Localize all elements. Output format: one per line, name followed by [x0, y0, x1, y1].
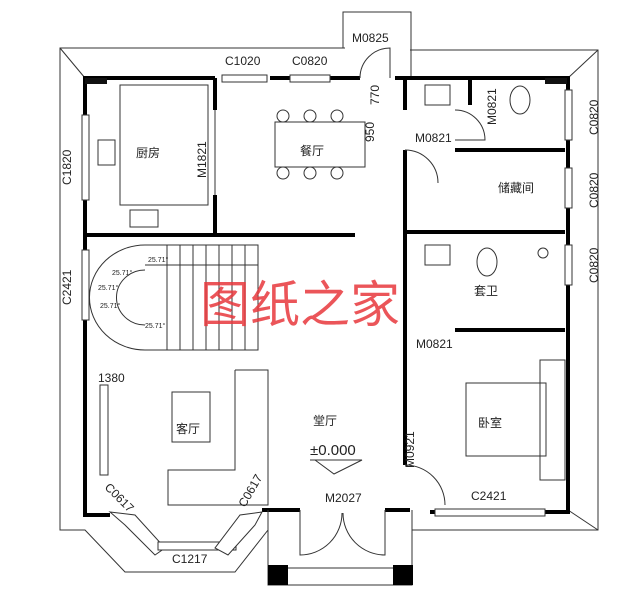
interior-walls — [85, 78, 565, 465]
bed — [465, 382, 547, 457]
entrance-porch — [267, 510, 413, 586]
dining-table — [274, 121, 366, 168]
coffee-table — [171, 391, 211, 443]
doors — [214, 47, 486, 556]
window-label: C0617 — [102, 480, 137, 515]
window-label: C1820 — [60, 149, 74, 185]
stair-angle: 25.71° — [148, 256, 169, 264]
door-label: M2027 — [325, 491, 362, 505]
windows — [60, 74, 573, 573]
room-label-kitchen: 厨房 — [136, 145, 160, 160]
furniture — [97, 84, 566, 506]
stair-angle: 25.71° — [100, 302, 121, 310]
door-label: M0821 — [416, 337, 453, 351]
window-label: C1217 — [172, 552, 208, 566]
dimension-label: 1380 — [98, 371, 125, 385]
window-label: C0820 — [587, 99, 601, 135]
door-label: M0825 — [352, 31, 389, 45]
door-label: M0821 — [415, 131, 452, 145]
room-label-storage: 储藏间 — [498, 180, 534, 195]
room-label-bedroom: 卧室 — [478, 415, 502, 430]
dimension-label: 770 — [368, 85, 382, 105]
watermark: 图纸之家 — [200, 276, 400, 334]
stair-angle: 25.71° — [98, 284, 119, 292]
window-label: C0820 — [587, 247, 601, 283]
window-label: C0617 — [235, 472, 265, 510]
door-label: M1821 — [195, 141, 209, 178]
door-label: M0821 — [485, 88, 499, 125]
window-label: C1020 — [225, 54, 261, 68]
window-label: C0820 — [292, 54, 328, 68]
elevation-mark: ±0.000 — [310, 442, 356, 459]
room-label-hall: 堂厅 — [313, 414, 337, 428]
window-label: C2421 — [60, 269, 74, 305]
room-label-living: 客厅 — [176, 421, 200, 436]
room-label-dining: 餐厅 — [300, 143, 324, 158]
dimension-label: 950 — [363, 122, 377, 142]
room-label-bathroom: 套卫 — [474, 284, 498, 298]
stair-angle: 25.71° — [145, 322, 166, 330]
door-label: M0921 — [403, 431, 417, 468]
staircase: 25.71° 25.71° 25.71° 25.71° 25.71° — [89, 244, 259, 351]
window-label: C2421 — [471, 489, 507, 503]
stair-angle: 25.71° — [112, 269, 133, 277]
elevation-triangle — [310, 459, 363, 475]
window-label: C0820 — [587, 172, 601, 208]
